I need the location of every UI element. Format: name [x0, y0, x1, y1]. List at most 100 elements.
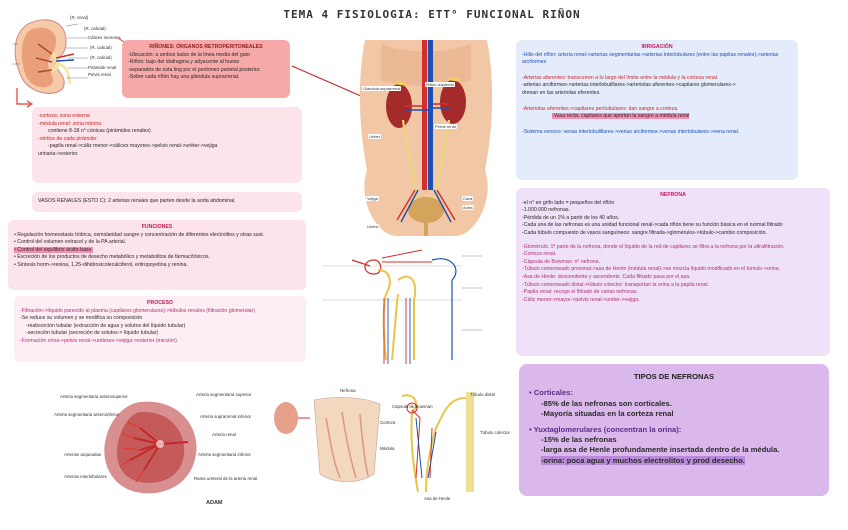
estructura-box: -corteza: zona externa -médula renal: zo…: [32, 107, 302, 183]
section-label-renal: Arteria renal: [212, 432, 236, 437]
section-label-anteroinferior: Arteria segmentaria anteroinferior: [54, 412, 120, 417]
kidney-section-illustration: [100, 398, 200, 498]
funciones-line-0: • Regulación homeostasis hídrica, osmola…: [14, 231, 265, 238]
irrigacion-p5: -Arteriolas eferentes->capilares peritub…: [522, 105, 678, 112]
proceso-box: PROCESO -Filtración->líquido parecido al…: [14, 296, 306, 362]
proceso-line-3: -secreción tubular (secreción de solutos…: [26, 330, 159, 337]
irrigacion-p3: -arterias arciformes->arterias interlobu…: [522, 82, 736, 89]
torso-label-pelvis: Pelvis renal: [434, 124, 457, 129]
proceso-line-0: -Filtración->líquido parecido al plasma …: [20, 307, 255, 314]
tipos-line-6: -orina: poca agua y muchos electrolitos …: [541, 455, 745, 465]
kidney-label-small-2: Pirámide renal: [88, 65, 117, 70]
estructura-line-2: contiene 8-18 n° cónicas (pirámides rena…: [48, 128, 151, 135]
tipos-line-3: • Yuxtaglomerulares (concentran la orina…: [529, 424, 682, 434]
urinary-system-illustration: [345, 40, 507, 236]
nefrona-line-9: -Asa de Henle: descendente y ascendente.…: [522, 273, 691, 280]
torso-label-aorta: Aorta: [462, 205, 474, 210]
adam-watermark: ADAM: [206, 500, 223, 506]
nephron-label-bowman: Cápsula de Bowman: [392, 404, 433, 409]
tipos-nefronas-box: TIPOS DE NEFRONAS • Corticales: -85% de …: [519, 364, 829, 496]
tipos-line-2: -Mayoría situadas en la corteza renal: [541, 409, 674, 419]
nephron-label-medula: Médula: [380, 446, 395, 451]
nephron-label-corteza: Corteza: [380, 420, 396, 425]
nefrona-line-8: -Túbulo contorneado proximal->asa de Hen…: [522, 266, 780, 273]
torso-label-riñon-izq: Riñón izquierdo: [425, 82, 455, 87]
vasos-text: VASOS RENALES (ESTO C): 2 arterias renal…: [38, 198, 236, 204]
tipos-header: TIPOS DE NEFRONAS: [633, 372, 715, 381]
irrigacion-p2: -Arterias aferentes: transcurren a lo la…: [522, 74, 719, 81]
nefrona-line-11: -Papila renal: recoge el filtrado de var…: [522, 289, 638, 296]
torso-label-uretra: Uretra: [366, 224, 380, 229]
tipos-line-4: -15% de las nefronas: [541, 435, 617, 445]
nephron-label-asa: Asa de Henle: [424, 496, 451, 501]
kidney-label-calicial-3: (R. calicial): [90, 55, 112, 60]
funciones-header: FUNCIONES: [141, 224, 173, 230]
page-title: TEMA 4 FISIOLOGIA: ETT° FUNCIONAL RIÑON: [283, 8, 581, 21]
nephron-zoom-illustration: [270, 388, 510, 502]
funciones-line-3: • Excreción de los productos de desecho …: [14, 254, 210, 261]
vasos-box: VASOS RENALES (ESTO C): 2 arterias renal…: [32, 192, 302, 212]
section-label-suprarrenal-inf: Arteria suprarrenal inferior: [200, 414, 252, 419]
kidney-label-small-0: Cálices menores: [88, 35, 121, 40]
riñones-header: RIÑONES: ÓRGANOS RETROPERITONEALES: [149, 44, 263, 50]
proceso-line-4: -Formación orina->pelvis renal->uréteres…: [20, 337, 177, 344]
torso-label-cava: Cava: [462, 196, 474, 201]
nephron-schematic: [322, 240, 498, 368]
irrigacion-p6: -Vasa recta: capilares que aportan la sa…: [552, 113, 690, 120]
funciones-line-2: • Control del equilibrio ácido-base.: [14, 246, 93, 253]
nephron-label-distal: Túbulo distal: [470, 392, 495, 397]
nefrona-line-5: -Glomérulo: 1ª parte de la nefrona, dond…: [522, 243, 785, 250]
funciones-line-4: • Síntesis horm->renina, 1,25-dihidroxic…: [14, 261, 188, 268]
section-label-ureteral: Rama ureteral de la arteria renal: [194, 476, 258, 481]
nefrona-header: NEFRONA: [660, 192, 686, 198]
kidney-label-renal: (R. renal): [70, 15, 89, 20]
kidney-label-small-3: Pelvis renal: [88, 72, 111, 77]
irrigacion-p1: -Hilio del riñón: arteria renal->arteria…: [522, 51, 779, 66]
funciones-line-1: • Control del volumen extracel y de la P…: [14, 239, 127, 246]
nefrona-line-6: -Corteza renal.: [522, 251, 557, 258]
nephron-label-colector: Túbulo colector: [480, 430, 511, 435]
nephron-label-nefrona: Nefrona: [340, 388, 356, 393]
estructura-line-3: -vértice de cada pirámide:: [38, 135, 98, 142]
nefrona-line-1: -1.000.000 nefronas.: [522, 207, 570, 214]
torso-label-ureter: Uréter: [368, 134, 382, 139]
section-label-anterosuperior: Arteria segmentaria anterosuperior: [60, 394, 128, 399]
proceso-line-2: -reabsorción tubular (extracción de agua…: [26, 322, 186, 329]
section-label-arqueadas: Arterias arqueadas: [64, 452, 102, 457]
kidney-label-calicial-1: (R. calicial): [84, 26, 106, 31]
section-label-superior: Arteria segmentaria superior: [196, 392, 252, 397]
funciones-box: FUNCIONES • Regulación homeostasis hídri…: [8, 220, 306, 290]
nefrona-box: NEFRONA -el n° en grifo lado = pequeños …: [516, 188, 830, 356]
proceso-line-1: -Se reduce su volumen y se modifica su c…: [20, 315, 143, 322]
irrigacion-p7: -Sistema venoso: venas interlobulillares…: [522, 128, 740, 135]
tipos-line-5: -larga asa de Henle profundamente insert…: [541, 445, 780, 455]
tipos-line-0: • Corticales:: [529, 388, 574, 398]
torso-label-vejiga: Vejiga: [366, 196, 379, 201]
section-label-interlobulares: Arterias interlobulares: [64, 474, 107, 479]
nefrona-line-7: -Cápsula de Bowman: n° nefrona.: [522, 258, 600, 265]
nefrona-line-10: -Túbulo contorneado distal->túbulo colec…: [522, 281, 710, 288]
riñones-line-2: -separados de esta ling por el peritoneo…: [128, 66, 261, 73]
kidney-diagram: [8, 14, 118, 96]
nefrona-line-3: -Cada una de las nefronas es una unidad …: [522, 222, 783, 229]
estructura-line-4: -papila renal->cáliz menor->cálices mayo…: [48, 143, 218, 150]
tipos-line-1: -85% de las nefronas son corticales.: [541, 398, 672, 408]
riñones-line-1: -Riñón: bajo del diafragma y adyacente a…: [128, 59, 240, 66]
irrigacion-box: IRRIGACIÓN -Hilio del riñón: arteria ren…: [516, 40, 798, 180]
torso-label-suprarrenal: Glándula suprarrenal: [362, 86, 402, 91]
irrigacion-p4: drenan en las arteriolas eferentes.: [522, 89, 601, 96]
estructura-line-1: -médula renal: zona interna: [38, 120, 102, 127]
nefrona-line-0: -el n° en grifo lado = pequeños del riñó…: [522, 199, 615, 206]
estructura-line-0: -corteza: zona externa: [38, 113, 90, 119]
section-label-inferior: Arteria segmentaria inferior: [198, 452, 251, 457]
nefrona-line-4: -Cada túbulo compuesto de vasos sanguíne…: [522, 229, 767, 236]
riñones-box: RIÑONES: ÓRGANOS RETROPERITONEALES -Ubic…: [122, 40, 290, 98]
kidney-label-calicial-2: (R. calicial): [90, 45, 112, 50]
proceso-header: PROCESO: [147, 300, 173, 306]
riñones-line-3: -Sobre cada riñón hay una glándula supra…: [128, 74, 240, 81]
estructura-line-5: urinaria->exterior.: [38, 150, 79, 157]
nefrona-line-12: -Cáliz menor->mayor->pelvis renal->uréte…: [522, 296, 640, 303]
irrigacion-header: IRRIGACIÓN: [641, 44, 673, 50]
riñones-line-0: -Ubicación: a ambos lados de la línea me…: [128, 51, 250, 58]
nefrona-line-2: -Pérdida de un 1% a partir de los 40 año…: [522, 214, 620, 221]
